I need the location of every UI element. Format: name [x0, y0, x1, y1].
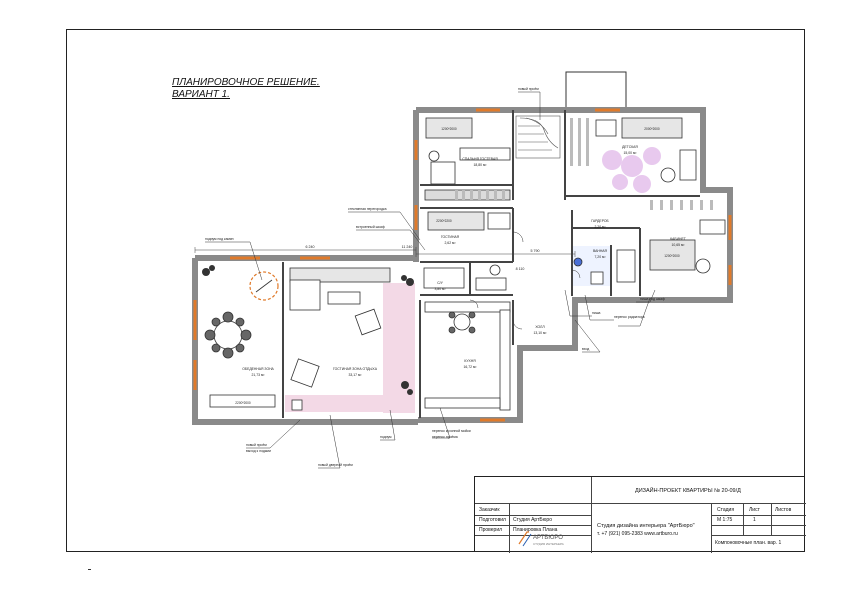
prepared-by: Студия АртБюро — [513, 517, 552, 523]
page-mark — [88, 569, 91, 570]
dimension: 5 790 — [531, 249, 540, 253]
room-area: 13,10 м² — [534, 331, 548, 335]
sheet-number: 1 — [753, 517, 756, 523]
annotation: новый дверной проём — [318, 463, 353, 467]
role-customer: Заказчик — [479, 507, 500, 513]
dimension: 6 240 — [306, 245, 315, 249]
annotation: перенос радиатора — [614, 315, 645, 319]
room-name: ГОСТИНАЯ — [441, 235, 460, 239]
room-name: С/У — [437, 281, 443, 285]
room-area: 2,62 м² — [444, 241, 456, 245]
plan-title-line1: ПЛАНИРОВОЧНОЕ РЕШЕНИЕ. — [172, 77, 320, 88]
leader-lines — [205, 91, 656, 469]
logo-text: АРТБЮРО — [533, 535, 563, 541]
dimension-labels: 6 240 11 240 5 790 8 110 — [306, 245, 540, 271]
sheet-frame — [66, 29, 805, 552]
room-name: ОБЕДЕННАЯ ЗОНА — [242, 367, 274, 371]
podium-strip — [285, 395, 385, 412]
dimension: 11 240 — [402, 245, 413, 249]
room-area: 16,72 м² — [464, 365, 478, 369]
sheets-header: Листов — [775, 507, 792, 513]
drawing-name: Компоновочные план. вар. 1 — [715, 540, 782, 546]
checked-by: Планировка Плана — [513, 527, 558, 533]
room-name: ХОЛЛ — [535, 325, 544, 329]
annotation: подиум под камин — [205, 237, 234, 241]
child-room-furniture — [595, 117, 697, 193]
studio-name: Студия дизайна интерьера "АртБюро" — [597, 523, 695, 529]
dining-table — [204, 311, 252, 359]
room-labels: СПАЛЬНЯ ГОСТЕВАЯ 18,80 м² ДЕТСКАЯ 15,00 … — [242, 145, 686, 377]
living-furniture — [209, 267, 391, 411]
annotation: ниша под шкаф — [640, 297, 665, 301]
annotation: новый проём — [518, 87, 539, 91]
room-area: 33,17 м² — [349, 373, 363, 377]
bedroom-furniture — [424, 117, 511, 231]
room-area: 2,20 м² — [594, 225, 606, 229]
room-name: КАБИНЕТ — [670, 237, 686, 241]
annotation: встроенный шкаф — [356, 225, 385, 229]
role-prepared: Подготовил — [479, 517, 506, 523]
annotation: перенос кухонной мойки — [432, 429, 471, 433]
annotation: вход — [582, 347, 589, 351]
room-name: ВАННАЯ — [593, 249, 608, 253]
furniture-size: 2200*2000 — [235, 401, 251, 405]
wc-fixtures — [423, 264, 507, 291]
room-name: СПАЛЬНЯ ГОСТЕВАЯ — [462, 157, 498, 161]
title-block: ДИЗАЙН-ПРОЕКТ КВАРТИРЫ № 20-09/Д Заказчи… — [474, 476, 806, 553]
annotation: стеклянная перегородка — [348, 207, 387, 211]
annotation: ниша — [592, 311, 600, 315]
logo-subtext: СТУДИЯ ИНТЕРЬЕРА — [533, 542, 564, 546]
plan-title: ПЛАНИРОВОЧНОЕ РЕШЕНИЕ. ВАРИАНТ 1. — [172, 77, 320, 101]
annotation: выход к лоджии — [246, 449, 271, 453]
room-area: 15,00 м² — [624, 151, 638, 155]
balcony — [565, 71, 627, 111]
furniture-size: 2200*2200 — [436, 219, 452, 223]
shelving — [455, 118, 713, 210]
scale-value: М 1:75 — [717, 517, 733, 523]
kitchen-furniture — [424, 301, 511, 411]
room-area: 3,80 м² — [434, 287, 446, 291]
annotation: подиум — [380, 435, 392, 439]
sheet-header: Лист — [749, 507, 760, 513]
window-marks — [193, 108, 732, 422]
annotation: новый проём — [246, 443, 267, 447]
room-name: ГОСТИНАЯ ЗОНА ОТДЫХА — [333, 367, 378, 371]
annotations: новый проём стеклянная перегородка встро… — [205, 87, 665, 467]
stage-header: Стадия — [717, 507, 735, 513]
cabinet-furniture — [573, 219, 726, 285]
plants — [202, 265, 414, 395]
furniture-size: 1200*2000 — [441, 127, 457, 131]
annotation: перенос проёма — [432, 435, 458, 439]
room-area: 18,80 м² — [474, 163, 488, 167]
dimension-lines — [194, 247, 576, 257]
staircase — [515, 115, 561, 159]
room-name: ДЕТСКАЯ — [622, 145, 638, 149]
fireplace-podium — [249, 271, 279, 301]
door-swings — [469, 231, 581, 330]
room-area: 21,73 м² — [252, 373, 266, 377]
room-area: 10,65 м² — [672, 243, 686, 247]
room-name: КУХНЯ — [464, 359, 476, 363]
room-name: ГАРДЕРОБ — [591, 219, 609, 223]
furniture-size: 2000*2000 — [644, 127, 660, 131]
dimension: 8 110 — [516, 267, 525, 271]
studio-contacts: т. +7 (921) 095-2383 www.artburo.ru — [597, 531, 678, 537]
project-title: ДИЗАЙН-ПРОЕКТ КВАРТИРЫ № 20-09/Д — [635, 488, 741, 494]
plan-title-line2: ВАРИАНТ 1. — [172, 89, 230, 100]
furniture-size: 1200*2000 — [664, 254, 680, 258]
interior-walls — [282, 110, 700, 418]
furniture-labels: 1200*2000 2000*2000 2200*2200 1200*2000 … — [235, 127, 680, 405]
artburo-logo-icon: АРТБЮРО СТУДИЯ ИНТЕРЬЕРА — [518, 531, 564, 547]
role-checked: Проверил — [479, 527, 503, 533]
room-area: 7,20 м² — [594, 255, 606, 259]
